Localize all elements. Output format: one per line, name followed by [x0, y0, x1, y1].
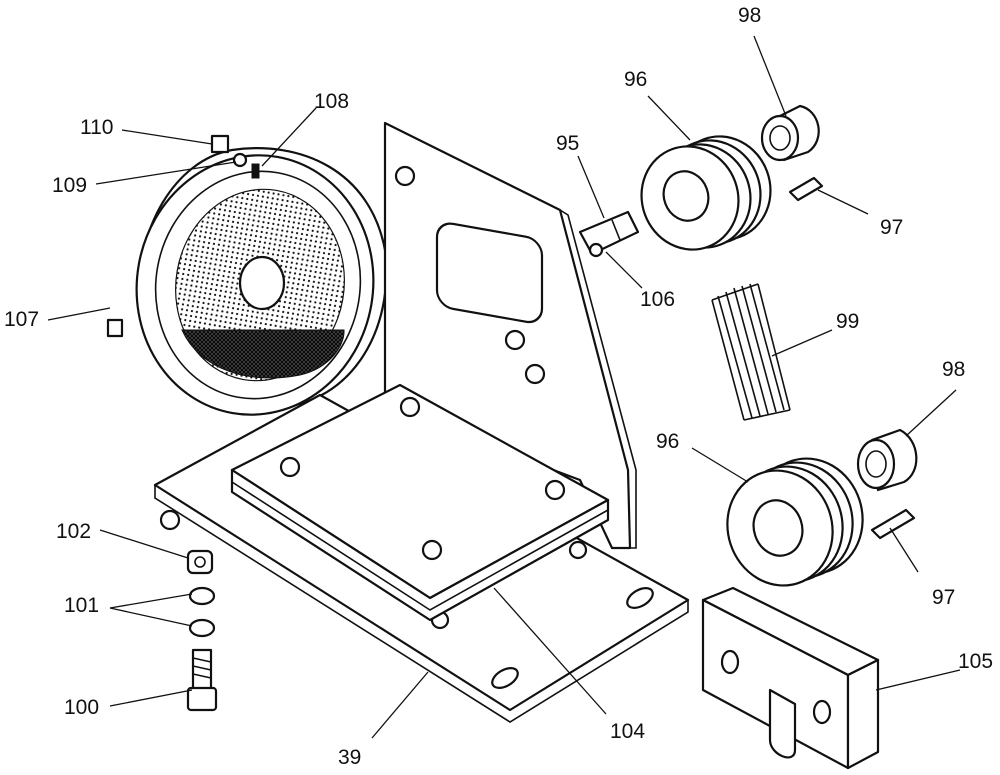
label-39: 39: [338, 746, 361, 769]
label-99: 99: [836, 310, 859, 333]
label-107: 107: [4, 308, 39, 331]
motor-bracket-plate: [383, 121, 637, 550]
label-97-lower: 97: [932, 586, 955, 609]
label-95: 95: [556, 132, 579, 155]
leader-lines: [47, 35, 961, 739]
set-screw-97-upper: [788, 176, 824, 202]
mounting-pad-104: [230, 383, 610, 622]
pulley-96-lower: [726, 457, 864, 587]
label-98-upper: 98: [738, 4, 761, 27]
callout-labels: 98 96 95 97 106 110 108 109 107 99 98 96…: [4, 4, 993, 769]
label-108: 108: [314, 90, 349, 113]
v-belts-99: [711, 283, 791, 421]
shaft-key-95: [578, 210, 640, 258]
set-screw-97-lower: [870, 508, 916, 540]
label-96-upper: 96: [624, 68, 647, 91]
label-97-upper: 97: [880, 216, 903, 239]
label-96-lower: 96: [656, 430, 679, 453]
bushing-98-upper: [760, 104, 820, 162]
pulley-96-upper: [640, 135, 772, 251]
label-109: 109: [52, 174, 87, 197]
fan-cover-107: [106, 134, 388, 416]
adjusting-block-105: [701, 586, 880, 770]
label-98-lower: 98: [942, 358, 965, 381]
nut-102: [186, 549, 214, 575]
washers-101: [188, 586, 216, 638]
label-101: 101: [64, 594, 99, 617]
bushing-98-lower: [856, 428, 918, 492]
label-102: 102: [56, 520, 91, 543]
label-104: 104: [610, 720, 645, 743]
label-105: 105: [958, 650, 993, 673]
label-100: 100: [64, 696, 99, 719]
label-106: 106: [640, 288, 675, 311]
label-110: 110: [80, 116, 113, 139]
bolt-100: [186, 648, 218, 712]
